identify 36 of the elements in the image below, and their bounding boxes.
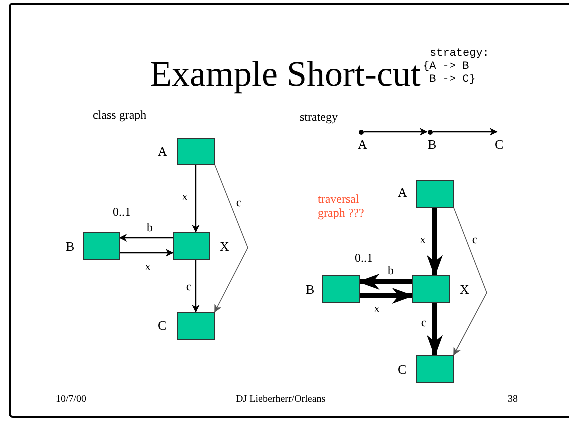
text-label: strategy: bbox=[430, 48, 490, 61]
node-label: A bbox=[158, 144, 168, 159]
text-label: 10/7/00 bbox=[56, 394, 87, 406]
text-label: 0..1 bbox=[355, 251, 373, 266]
text-label: traversal graph ??? bbox=[318, 192, 366, 221]
node-label: A bbox=[358, 137, 368, 152]
arrow bbox=[358, 274, 412, 290]
node-label: A bbox=[398, 185, 408, 200]
text-label: {A -> B B -> C} bbox=[423, 61, 477, 88]
node-label: B bbox=[428, 137, 437, 152]
arrow bbox=[192, 165, 200, 233]
arrow bbox=[364, 128, 428, 136]
arrow bbox=[119, 234, 173, 242]
text-label: 38 bbox=[508, 394, 518, 406]
node-label: X bbox=[460, 282, 470, 297]
arrow bbox=[192, 260, 200, 313]
text-label: class graph bbox=[93, 108, 147, 122]
arrow bbox=[360, 288, 414, 304]
slide-title: Example Short-cut bbox=[150, 53, 420, 96]
node-label: X bbox=[220, 239, 230, 254]
node-label: C bbox=[495, 137, 504, 152]
edge-label: b bbox=[146, 222, 154, 234]
arrow bbox=[120, 249, 174, 257]
arrow bbox=[427, 303, 443, 357]
node-label: C bbox=[158, 318, 167, 333]
text-label: strategy bbox=[300, 110, 338, 124]
node-label: B bbox=[306, 282, 315, 297]
arrow bbox=[427, 208, 443, 277]
arrow bbox=[214, 164, 248, 313]
edge-label: b bbox=[387, 264, 395, 278]
node-label: B bbox=[66, 239, 75, 254]
text-label: DJ Lieberherr/Orleans bbox=[236, 394, 326, 406]
node-label: C bbox=[398, 362, 407, 377]
arrow bbox=[433, 128, 498, 136]
text-label: 0..1 bbox=[113, 205, 131, 220]
arrow bbox=[454, 208, 488, 356]
